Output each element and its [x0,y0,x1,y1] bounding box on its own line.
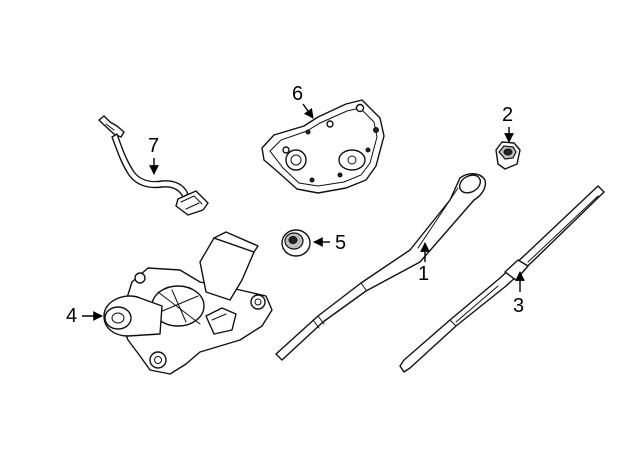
callout-4: 4 [66,305,77,327]
grommet-icon [281,229,311,257]
callout-7: 7 [148,135,159,157]
callout-5: 5 [335,232,346,254]
wiper-blade-icon [399,185,605,373]
cover-plate-icon [261,99,385,194]
callout-6: 6 [292,83,303,105]
wiper-arm-icon [275,173,487,361]
leader-line-6 [302,103,314,119]
wiper-motor-icon [103,231,273,375]
callout-3: 3 [513,295,524,317]
callout-2: 2 [502,104,513,126]
wiring-harness-icon [98,115,209,216]
hex-nut-icon [495,141,521,170]
callout-1: 1 [418,263,429,285]
